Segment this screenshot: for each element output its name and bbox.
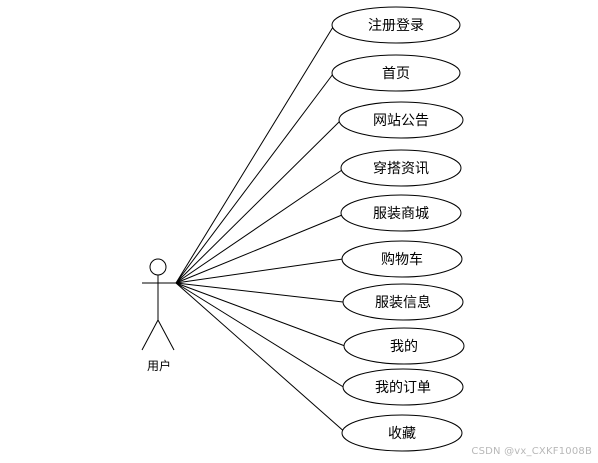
use-case-mine: 我的 (343, 327, 465, 365)
watermark-text: CSDN @vx_CXKF1008B (471, 446, 592, 457)
use-case-ellipse (340, 149, 462, 187)
association-lines (175, 26, 348, 435)
actor-left-leg (141, 319, 159, 351)
use-case-favorites: 收藏 (341, 414, 463, 452)
actor-label: 用户 (147, 358, 171, 373)
use-case-label: 注册登录 (368, 18, 424, 34)
actor-right-leg (157, 319, 175, 351)
actor-head (149, 258, 167, 276)
use-case-ellipse (343, 327, 465, 365)
use-case-ellipse (342, 283, 464, 321)
use-case-cart: 购物车 (341, 240, 463, 278)
association-line-outfit-news (175, 169, 343, 284)
use-case-label: 购物车 (381, 251, 423, 268)
use-case-ellipse (341, 240, 463, 278)
use-case-ellipse (331, 54, 461, 92)
use-case-home: 首页 (331, 54, 461, 92)
association-line-mine (175, 282, 346, 347)
use-case-label: 收藏 (388, 426, 416, 442)
use-case-my-orders: 我的订单 (342, 368, 464, 406)
use-case-clothing-info: 服装信息 (342, 283, 464, 321)
association-line-clothing-mall (175, 214, 343, 284)
actor-figure (141, 258, 176, 351)
use-case-clothing-mall: 服装商城 (340, 194, 462, 232)
use-case-ellipse (341, 414, 463, 452)
use-case-label: 网站公告 (373, 113, 429, 129)
use-case-label: 我的 (390, 339, 418, 355)
association-line-my-orders (175, 282, 346, 389)
association-line-home (175, 73, 334, 284)
association-line-favorites (175, 282, 348, 435)
use-case-outfit-news: 穿搭资讯 (340, 149, 462, 187)
use-case-register-login: 注册登录 (331, 6, 461, 44)
use-case-ellipse (331, 6, 461, 44)
association-line-register-login (175, 26, 334, 284)
use-case-ellipse (338, 101, 464, 139)
use-case-label: 服装商城 (373, 206, 429, 222)
association-line-announcement (175, 120, 341, 284)
use-case-announcement: 网站公告 (338, 101, 464, 139)
use-case-ellipse (340, 194, 462, 232)
use-case-ellipse (342, 368, 464, 406)
use-case-label: 首页 (382, 66, 410, 82)
association-line-clothing-info (175, 282, 344, 303)
association-line-cart (175, 258, 344, 284)
use-case-label: 服装信息 (375, 294, 431, 311)
use-case-label: 我的订单 (375, 380, 431, 396)
use-case-label: 穿搭资讯 (373, 161, 429, 177)
